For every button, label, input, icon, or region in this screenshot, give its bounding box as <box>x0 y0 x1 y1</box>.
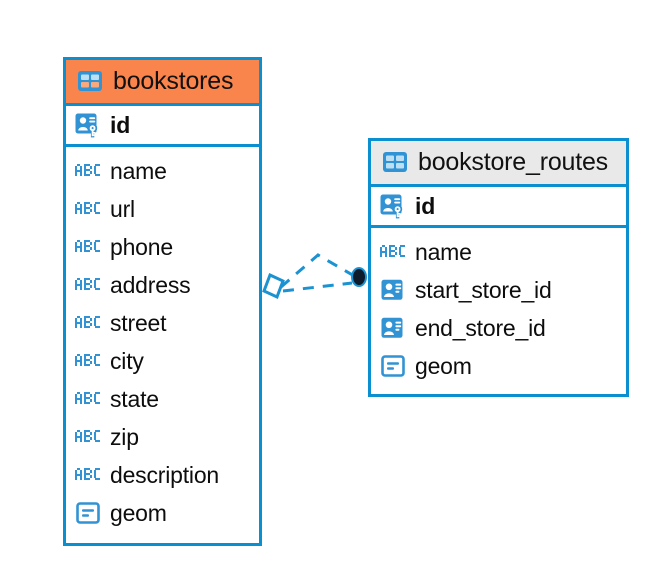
field-row-geom[interactable]: geom <box>371 347 626 385</box>
field-label: end_store_id <box>415 314 546 341</box>
field-row-street[interactable]: street <box>66 304 259 342</box>
text-type-icon <box>74 158 102 184</box>
field-label: phone <box>110 233 173 260</box>
text-type-icon <box>74 310 102 336</box>
text-type-icon <box>74 348 102 374</box>
field-row-address[interactable]: address <box>66 266 259 304</box>
text-type-icon <box>74 386 102 412</box>
field-label: start_store_id <box>415 276 552 303</box>
primary-key-icon <box>74 112 102 138</box>
field-list-bookstore-routes: name start_store_id <box>371 228 626 391</box>
field-label: city <box>110 347 144 374</box>
field-list-bookstores: name <box>66 147 259 538</box>
field-row-name[interactable]: name <box>371 233 626 271</box>
diamond-marker[interactable] <box>262 272 285 300</box>
field-row-state[interactable]: state <box>66 380 259 418</box>
field-label: street <box>110 309 167 336</box>
field-row-end-store-id[interactable]: end_store_id <box>371 309 626 347</box>
entity-header-bookstores[interactable]: bookstores <box>66 60 259 106</box>
foreign-key-icon <box>379 277 407 303</box>
field-label: geom <box>110 499 167 526</box>
relationship-line-lower[interactable] <box>282 281 353 293</box>
field-label: zip <box>110 423 139 450</box>
field-label: state <box>110 385 159 412</box>
primary-key-icon <box>379 193 407 219</box>
field-row-start-store-id[interactable]: start_store_id <box>371 271 626 309</box>
entity-title: bookstore_routes <box>418 147 608 176</box>
field-label: id <box>415 192 436 219</box>
field-row-name[interactable]: name <box>66 152 259 190</box>
entity-bookstores[interactable]: bookstores <box>63 57 262 546</box>
text-type-icon <box>379 239 407 265</box>
field-row-geom[interactable]: geom <box>66 494 259 532</box>
entity-title: bookstores <box>113 66 234 95</box>
field-row-url[interactable]: url <box>66 190 259 228</box>
geometry-type-icon <box>74 500 102 526</box>
field-label: geom <box>415 352 472 379</box>
text-type-icon <box>74 272 102 298</box>
primary-key-section-bookstores: id <box>66 106 259 147</box>
field-row-description[interactable]: description <box>66 456 259 494</box>
text-type-icon <box>74 196 102 222</box>
entity-bookstore-routes[interactable]: bookstore_routes <box>368 138 629 397</box>
field-label: name <box>415 238 472 265</box>
field-label: description <box>110 461 220 488</box>
field-label: address <box>110 271 191 298</box>
field-row-zip[interactable]: zip <box>66 418 259 456</box>
field-row-id[interactable]: id <box>66 106 259 144</box>
text-type-icon <box>74 462 102 488</box>
foreign-key-icon <box>379 315 407 341</box>
field-row-city[interactable]: city <box>66 342 259 380</box>
relationship-line-upper[interactable] <box>280 253 357 289</box>
entity-header-bookstore-routes[interactable]: bookstore_routes <box>371 141 626 187</box>
field-label: url <box>110 195 135 222</box>
field-label: name <box>110 157 167 184</box>
filled-circle-marker[interactable] <box>351 267 367 287</box>
field-row-phone[interactable]: phone <box>66 228 259 266</box>
text-type-icon <box>74 234 102 260</box>
primary-key-section-bookstore-routes: id <box>371 187 626 228</box>
field-label: id <box>110 111 131 138</box>
text-type-icon <box>74 424 102 450</box>
table-icon <box>76 68 104 94</box>
geometry-type-icon <box>379 353 407 379</box>
table-icon <box>381 149 409 175</box>
field-row-id[interactable]: id <box>371 187 626 225</box>
